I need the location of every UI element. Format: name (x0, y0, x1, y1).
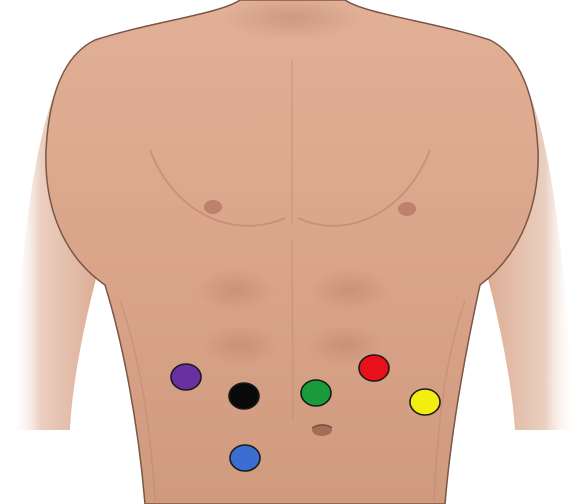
red-marker[interactable] (359, 355, 389, 381)
abdomen-shade-right (310, 268, 390, 312)
linea-alba (292, 240, 293, 420)
black-marker[interactable] (229, 383, 259, 409)
blue-marker[interactable] (230, 445, 260, 471)
left-nipple (204, 200, 222, 214)
purple-marker[interactable] (171, 364, 201, 390)
green-marker[interactable] (301, 380, 331, 406)
right-nipple (398, 202, 416, 216)
abdomen-shade-left (195, 268, 275, 312)
yellow-marker[interactable] (410, 389, 440, 415)
abdomen-shade-mid-left (202, 325, 278, 365)
